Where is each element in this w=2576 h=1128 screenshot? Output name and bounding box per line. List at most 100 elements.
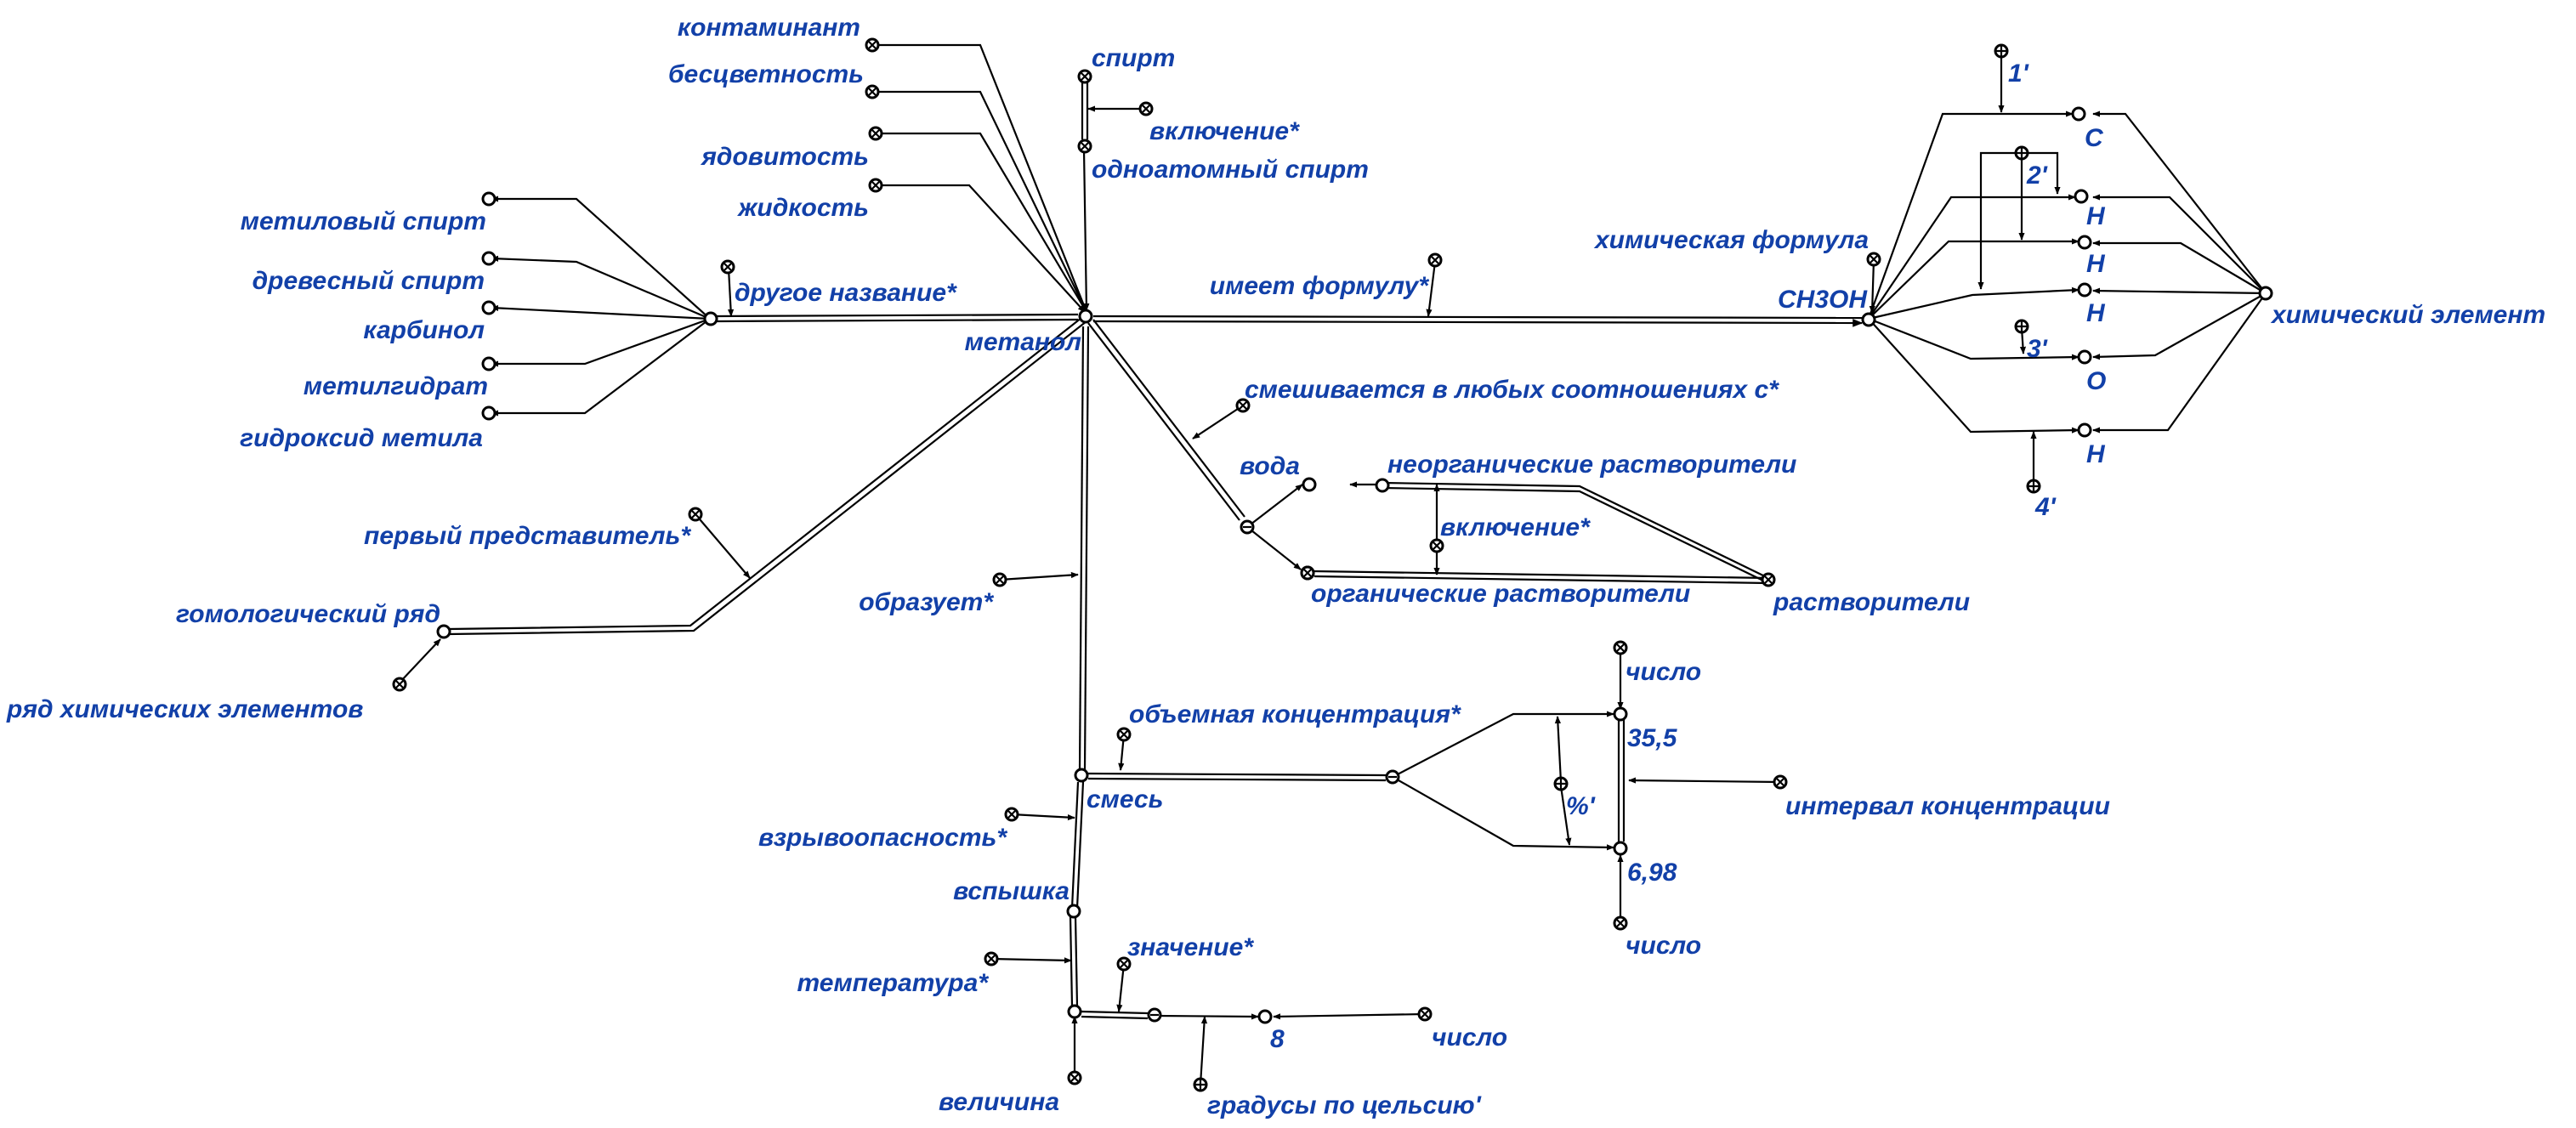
label-chislo-mid: число — [1626, 932, 1701, 960]
edges — [399, 43, 2267, 1085]
label-drugoe: другое название* — [735, 279, 957, 307]
edge-smesh-marker — [1192, 405, 1244, 439]
edge-znachenie-marker — [1116, 963, 1126, 1012]
node-vspyshka[interactable] — [1066, 904, 1081, 919]
xmark-rastvoriteli[interactable] — [1761, 572, 1776, 587]
node-concentration-relation[interactable] — [1385, 769, 1400, 785]
node-el-h3[interactable] — [2077, 282, 2092, 298]
xmark-znachenie[interactable] — [1116, 956, 1132, 972]
node-temperatura-hub[interactable] — [1067, 1004, 1082, 1019]
node-gomolog[interactable] — [436, 624, 451, 639]
label-obrazuet: образует* — [859, 588, 994, 616]
label-vspyshka: вспышка — [953, 877, 1070, 905]
label-graduse: градусы по цельсию' — [1207, 1091, 1482, 1119]
xmark-kontaminant[interactable] — [865, 37, 880, 53]
edge-graduse — [1199, 1016, 1208, 1085]
node-metilovy[interactable] — [481, 191, 496, 207]
node-val-35-5[interactable] — [1613, 706, 1628, 722]
xmark-chislo-mid[interactable] — [1613, 915, 1628, 931]
edge-vzryvo-marker — [1011, 813, 1075, 821]
node-drugoe-hub[interactable] — [703, 311, 718, 326]
label-el-c: C — [2085, 124, 2104, 152]
node-karbinol[interactable] — [481, 300, 496, 315]
xmark-vzryvo[interactable] — [1004, 807, 1019, 822]
label-perviy: первый представитель* — [364, 522, 691, 550]
plusmark-4[interactable] — [2026, 479, 2041, 494]
node-value-relation[interactable] — [1147, 1007, 1162, 1023]
xmark-velichina[interactable] — [1067, 1070, 1082, 1085]
label-metanol: метанол — [965, 328, 1082, 356]
edge-metilgidrat — [491, 317, 711, 367]
edge-metilovy — [491, 196, 711, 320]
edge-elem-c — [2092, 111, 2267, 294]
plusmark-2[interactable] — [2014, 145, 2029, 161]
xmark-ryad[interactable] — [392, 677, 407, 692]
xmark-chislo-top[interactable] — [1613, 640, 1628, 655]
edge-imeet-marker — [1426, 261, 1437, 317]
xmark-odnoatomny[interactable] — [1077, 139, 1092, 154]
node-val-6-98[interactable] — [1613, 841, 1628, 856]
node-el-h1[interactable] — [2074, 189, 2089, 204]
label-el-h1: H — [2086, 202, 2106, 230]
plusmark-1[interactable] — [1994, 43, 2009, 59]
label-metilovy: метиловый спирт — [241, 207, 486, 235]
label-vzryvo: взрывоопасность* — [758, 824, 1007, 852]
edge-interval — [1628, 777, 1781, 784]
xmark-drugoe[interactable] — [720, 259, 735, 275]
label-znachenie: значение* — [1127, 933, 1254, 961]
plusmark-graduse[interactable] — [1193, 1077, 1208, 1092]
xmark-org[interactable] — [1300, 565, 1315, 581]
node-metanol[interactable] — [1078, 309, 1093, 324]
edge-elem-h1 — [2092, 194, 2267, 294]
node-el-h2[interactable] — [2077, 235, 2092, 250]
node-drevesny[interactable] — [481, 251, 496, 266]
xmark-smesh[interactable] — [1235, 398, 1251, 413]
xmark-bestsvetnost[interactable] — [865, 84, 880, 99]
label-metilgidrat: метилгидрат — [304, 372, 488, 400]
node-ch3oh[interactable] — [1861, 312, 1876, 327]
label-obemnaya: объемная концентрация* — [1129, 700, 1461, 728]
xmark-vkluchenie-top[interactable] — [1138, 101, 1154, 116]
node-himicheskiy-element[interactable] — [2258, 286, 2273, 301]
edge-conc-698 — [1392, 776, 1614, 851]
label-velichina: величина — [939, 1088, 1059, 1116]
xmark-obemnaya[interactable] — [1116, 727, 1132, 742]
edge-chislo-8 — [1273, 1012, 1426, 1020]
xmark-obrazuet[interactable] — [992, 572, 1007, 587]
xmark-temperatura[interactable] — [984, 951, 999, 966]
label-gidroksid: гидроксид метила — [240, 424, 483, 452]
xmark-perviy[interactable] — [688, 507, 703, 522]
label-smesh: смешивается в любых соотношениях с* — [1245, 376, 1779, 404]
plusmark-3[interactable] — [2014, 319, 2029, 334]
xmark-spirt[interactable] — [1077, 69, 1092, 84]
label-gomolog: гомологический ряд — [176, 600, 440, 628]
xmark-imeet[interactable] — [1427, 252, 1443, 268]
label-neorg: неорганические растворители — [1387, 451, 1796, 479]
node-val-8[interactable] — [1257, 1009, 1273, 1024]
node-el-o[interactable] — [2077, 349, 2092, 365]
plusmark-percent[interactable] — [1553, 776, 1569, 791]
edge-ch3oh-c — [1867, 111, 2074, 320]
xmark-vkluchenie-mid[interactable] — [1429, 538, 1444, 553]
node-gidroksid[interactable] — [481, 405, 496, 421]
edge-yadovitost — [876, 132, 1087, 313]
xmark-formula[interactable] — [1866, 252, 1881, 267]
xmark-zhidkost[interactable] — [868, 178, 883, 193]
node-neorg[interactable] — [1375, 478, 1390, 493]
node-el-h4[interactable] — [2077, 422, 2092, 438]
node-smes[interactable] — [1074, 768, 1089, 783]
node-voda[interactable] — [1302, 477, 1317, 492]
edge-mark-2c — [1977, 151, 2022, 290]
label-el-o: O — [2086, 367, 2106, 395]
label-voda: вода — [1240, 452, 1300, 480]
label-percent: %' — [1566, 792, 1596, 820]
xmark-yadovitost[interactable] — [868, 126, 883, 141]
label-drevesny: древесный спирт — [252, 267, 485, 295]
node-solvents-relation[interactable] — [1240, 519, 1255, 535]
node-el-c[interactable] — [2071, 106, 2086, 122]
label-himicheskiy-element: химический элемент — [2270, 301, 2545, 329]
xmark-interval[interactable] — [1773, 774, 1788, 790]
xmark-chislo-bottom[interactable] — [1417, 1006, 1433, 1022]
label-bestsvetnost: бесцветность — [668, 60, 864, 88]
node-metilgidrat[interactable] — [481, 356, 496, 371]
